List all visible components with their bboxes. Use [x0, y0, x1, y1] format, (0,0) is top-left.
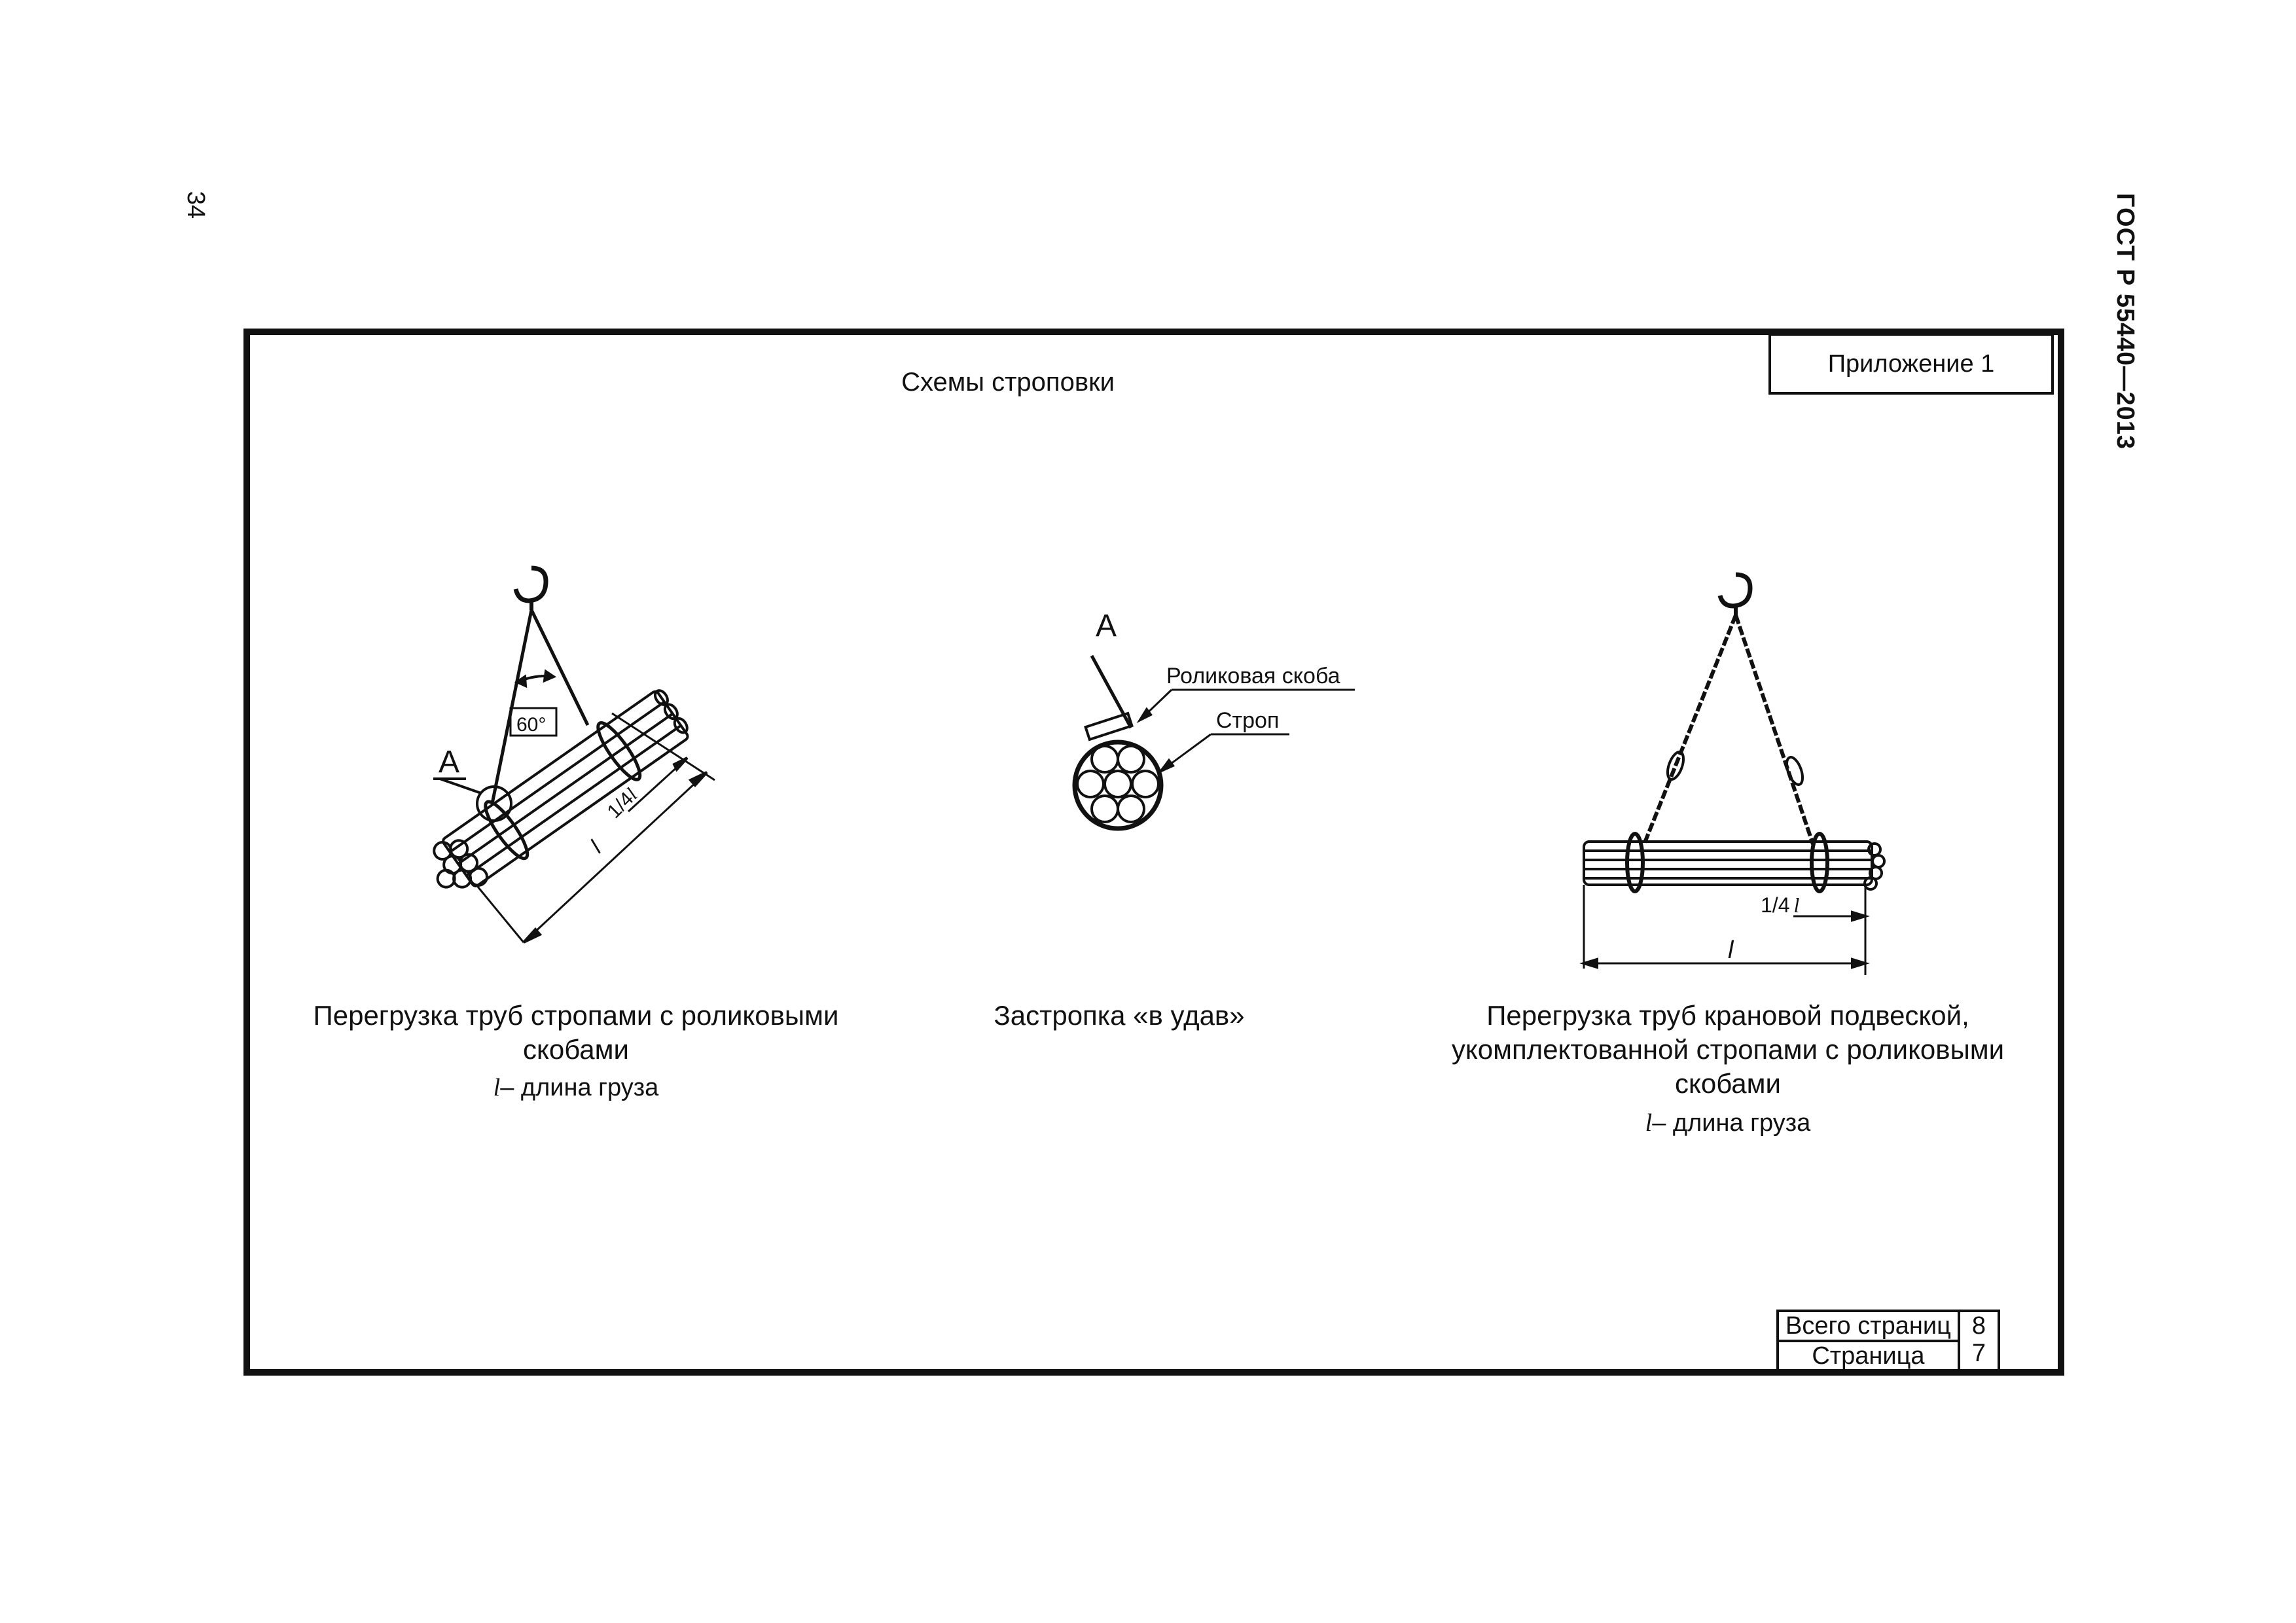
figure-1-legend: l– длина груза: [493, 1074, 659, 1101]
roller-bracket: [1084, 711, 1134, 741]
pages-values-cell: 8 7: [1957, 1310, 2001, 1372]
figure-3-drawing: [1579, 572, 1886, 975]
sling-right: [529, 609, 590, 726]
figure-1-caption: Перегрузка труб стропами с роликовыми ск…: [313, 1000, 839, 1065]
figure-2-caption: Застропка «в удав»: [994, 1000, 1245, 1031]
quarter-label-left: 1/4l: [603, 784, 642, 823]
dim-l: [522, 771, 708, 944]
sling-line: [1090, 654, 1133, 729]
pages-table: Всего страниц 8 7 Страница: [1776, 1310, 2001, 1372]
angle-label: 60°: [516, 714, 546, 736]
angle-box: [509, 707, 558, 737]
appendix-label: Приложение 1: [1768, 333, 2054, 395]
figure-1-drawing: [433, 565, 715, 944]
crane-hook-icon: [1717, 572, 1753, 609]
figure-3-legend: l– длина груза: [1645, 1109, 1811, 1137]
bundle-outline: [1072, 740, 1164, 831]
figure-2-drawing: [1072, 654, 1355, 831]
marker-a-center: А: [1096, 609, 1117, 643]
sling-left: [490, 609, 533, 804]
detail-a-circle: [476, 785, 512, 822]
crane-hook-icon: [513, 565, 548, 603]
rig-leg-left: [1642, 614, 1738, 846]
marker-a-left: A: [439, 745, 459, 779]
length-label-left: l: [586, 836, 607, 858]
rig-leg-right: [1734, 615, 1815, 845]
drawing-frame: [243, 329, 2064, 1376]
current-page-value: 7: [1971, 1340, 1986, 1367]
callout-roller-bracket: Роликовая скоба: [1166, 664, 1340, 688]
total-pages-value: 8: [1971, 1312, 1986, 1340]
current-page-label: Страница: [1776, 1340, 1960, 1372]
sheet-title: Схемы строповки: [901, 368, 1115, 397]
callout-sling: Строп: [1216, 708, 1279, 733]
total-pages-label: Всего страниц: [1776, 1310, 1960, 1342]
figure-3-caption: Перегрузка труб крановой подвеской, уком…: [1451, 1000, 2005, 1099]
length-label-right: l: [1728, 936, 1734, 964]
